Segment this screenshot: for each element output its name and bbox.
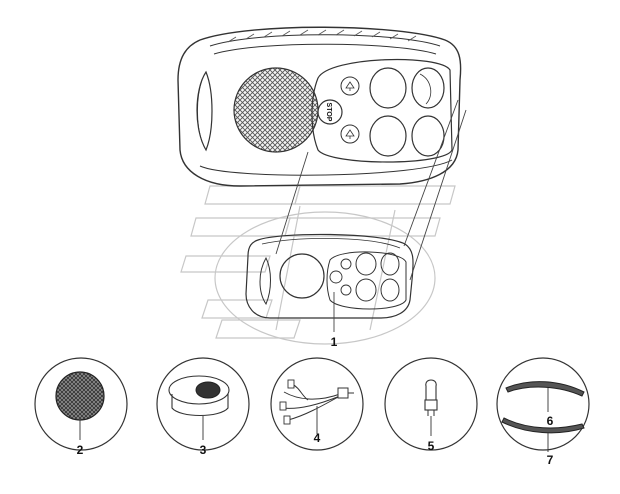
overhead-console-main-view: STOP [177, 26, 462, 187]
reading-lamp-icon [345, 81, 355, 91]
watermark-logo [180, 185, 456, 345]
callout-7: 7 [547, 453, 554, 467]
stop-button-label: STOP [325, 103, 332, 122]
leader-lines [275, 99, 467, 332]
part-4-wiring-harness [270, 357, 364, 451]
reading-lamp-icon [345, 129, 355, 139]
part-5-bulb [384, 357, 478, 451]
part-6-7-trim-strips [496, 357, 590, 452]
callout-4: 4 [314, 431, 321, 445]
speaker-grille [233, 67, 319, 153]
callout-2: 2 [77, 443, 84, 457]
callout-1: 1 [331, 335, 338, 349]
callout-5: 5 [428, 439, 435, 453]
overhead-console-assembly [245, 233, 414, 319]
callout-3: 3 [200, 443, 207, 457]
part-3-switch [156, 357, 250, 451]
callout-6: 6 [547, 414, 554, 428]
part-2-speaker-grille [34, 357, 128, 451]
